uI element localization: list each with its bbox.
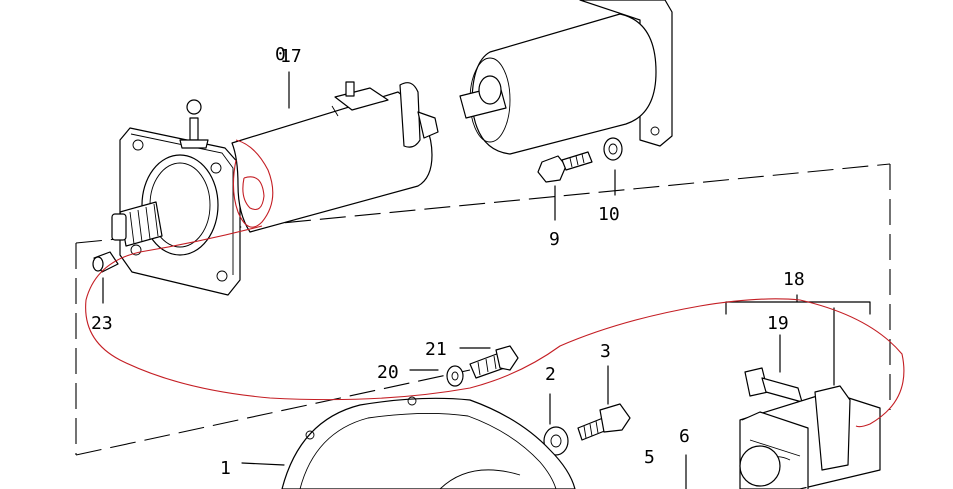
- washer-10: [603, 137, 623, 161]
- callout-2: 2: [545, 364, 556, 385]
- callout-labels: 0 17 9 10 23 18 19 21 20 3 2 1 6 5: [91, 44, 805, 479]
- plug-23: [92, 251, 119, 273]
- callout-17: 17: [280, 46, 302, 67]
- leader-lines: [102, 71, 871, 489]
- washer-2: [543, 426, 569, 456]
- callout-21: 21: [425, 339, 447, 360]
- bell-housing-1: [281, 396, 576, 489]
- callout-10: 10: [598, 204, 620, 225]
- callout-1: 1: [220, 458, 231, 479]
- callout-23: 23: [91, 313, 113, 334]
- callout-19: 19: [767, 313, 789, 334]
- bolt-3: [577, 403, 631, 441]
- bracket-18: [739, 385, 881, 489]
- callout-20: 20: [377, 362, 399, 383]
- washer-20: [446, 365, 464, 387]
- bolt-19: [744, 367, 803, 403]
- callout-18: 18: [783, 269, 805, 290]
- callout-0: 0: [275, 44, 286, 65]
- callout-5: 5: [644, 447, 655, 468]
- red-annotation: [85, 139, 905, 428]
- callout-6: 6: [679, 426, 690, 447]
- solenoid-body: [459, 0, 673, 155]
- bolt-21: [469, 345, 519, 379]
- callout-9: 9: [549, 229, 560, 250]
- bolt-9: [537, 151, 593, 183]
- starter-motor: [111, 81, 439, 296]
- assembly-boundary: [75, 163, 891, 456]
- callout-3: 3: [600, 341, 611, 362]
